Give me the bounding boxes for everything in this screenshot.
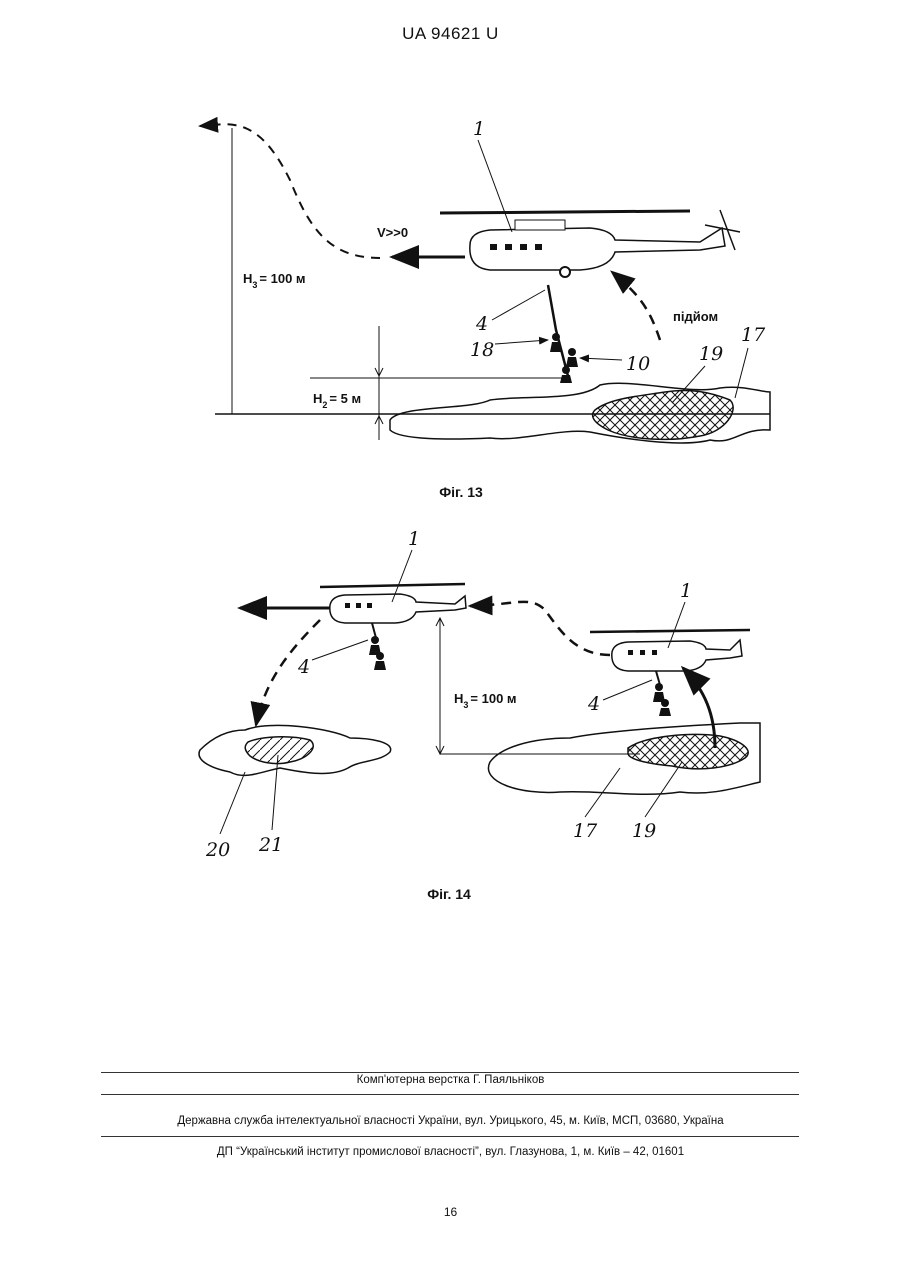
svg-text:4: 4: [297, 656, 310, 678]
lift-path: [612, 272, 660, 340]
footer-rule-top: [101, 1072, 799, 1073]
spill-area-21: [245, 737, 313, 764]
svg-text:10: 10: [626, 353, 650, 375]
velocity-label: V>>0: [377, 225, 408, 240]
figure-13-drawing: V>>0 H3= 100 м H2= 5 м підйом 1 4 18 10 …: [0, 0, 901, 470]
h2-label: H2= 5 м: [313, 391, 361, 410]
svg-text:1: 1: [408, 528, 420, 550]
layout-credit: Комп'ютерна верстка Г. Паяльніков: [0, 1074, 901, 1086]
helicopter-right-icon: [590, 630, 750, 671]
flight-path-14: [470, 602, 610, 655]
helicopter-left-icon: [320, 584, 466, 623]
agency-address: Державна служба інтелектуальної власност…: [0, 1115, 901, 1127]
svg-text:4: 4: [587, 693, 600, 715]
spill-area-19: [593, 390, 734, 439]
figure-14-drawing: H3= 100 м 1 4 1 4 20 21 17 19: [0, 510, 901, 890]
svg-text:19: 19: [699, 343, 723, 365]
person-icon: [369, 636, 386, 670]
svg-text:19: 19: [632, 820, 656, 842]
descent-path: [256, 620, 320, 725]
page-number: 16: [0, 1205, 901, 1219]
svg-text:1: 1: [680, 580, 692, 602]
figure-14-caption: Фіг. 14: [349, 886, 549, 902]
helicopter-icon: [440, 210, 740, 277]
svg-text:1: 1: [473, 118, 485, 140]
flight-path: [215, 124, 380, 258]
h3-label: H3= 100 м: [243, 271, 306, 290]
spill-area-19-fig14: [628, 735, 748, 769]
lift-label: підйом: [673, 309, 718, 324]
svg-text:17: 17: [741, 324, 766, 346]
person-icon: [653, 683, 671, 716]
footer-rule-bottom: [101, 1136, 799, 1137]
svg-text:21: 21: [258, 834, 283, 856]
footer-rule-middle: [101, 1094, 799, 1095]
institute-address: ДП “Український інститут промислової вла…: [0, 1146, 901, 1158]
svg-text:18: 18: [470, 339, 494, 361]
h3-label-14: H3= 100 м: [454, 691, 517, 710]
rescue-cable: [548, 285, 568, 376]
figure-13-caption: Фіг. 13: [361, 484, 561, 500]
svg-text:17: 17: [573, 820, 598, 842]
svg-text:4: 4: [475, 313, 488, 335]
svg-text:20: 20: [205, 839, 230, 861]
